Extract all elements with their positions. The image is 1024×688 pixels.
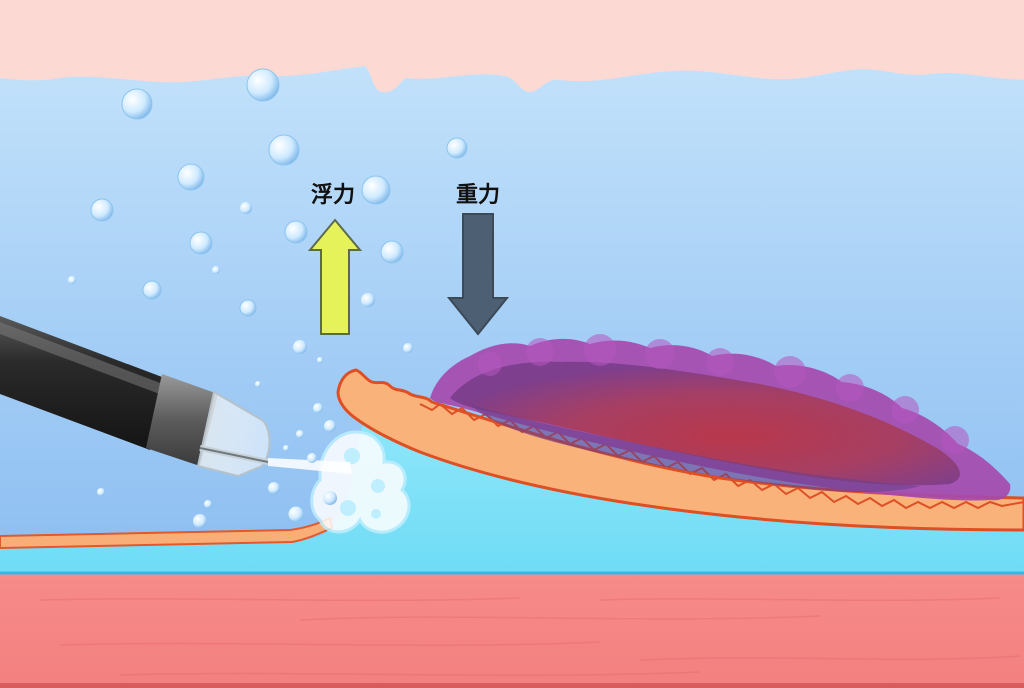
lesion-shadow [470, 404, 920, 493]
arrow-up-icon [307, 218, 363, 335]
bubbles [68, 68, 468, 528]
saline-jet-splash [310, 430, 411, 534]
buoyancy-arrow [307, 218, 363, 335]
muscle-fibers [39, 597, 1021, 676]
muscle-layer [0, 572, 1024, 688]
lesion-bumps [478, 334, 969, 454]
lesion-core [450, 361, 961, 486]
scope-highlight [0, 322, 168, 396]
scope-transparent-cap [196, 390, 271, 478]
jet-stream [268, 458, 352, 474]
saline-channel [0, 416, 1024, 574]
buoyancy-label: 浮力 [311, 182, 355, 208]
muscle-bottom-edge [0, 683, 1024, 688]
arrow-down-icon [446, 213, 510, 336]
scope-collar [146, 374, 218, 466]
gravity-label: 重力 [456, 183, 500, 208]
lesion [430, 334, 1011, 501]
upper-tissue [0, 0, 1024, 93]
endoscope-knife-icon [0, 316, 352, 478]
gravity-arrow [446, 213, 510, 336]
